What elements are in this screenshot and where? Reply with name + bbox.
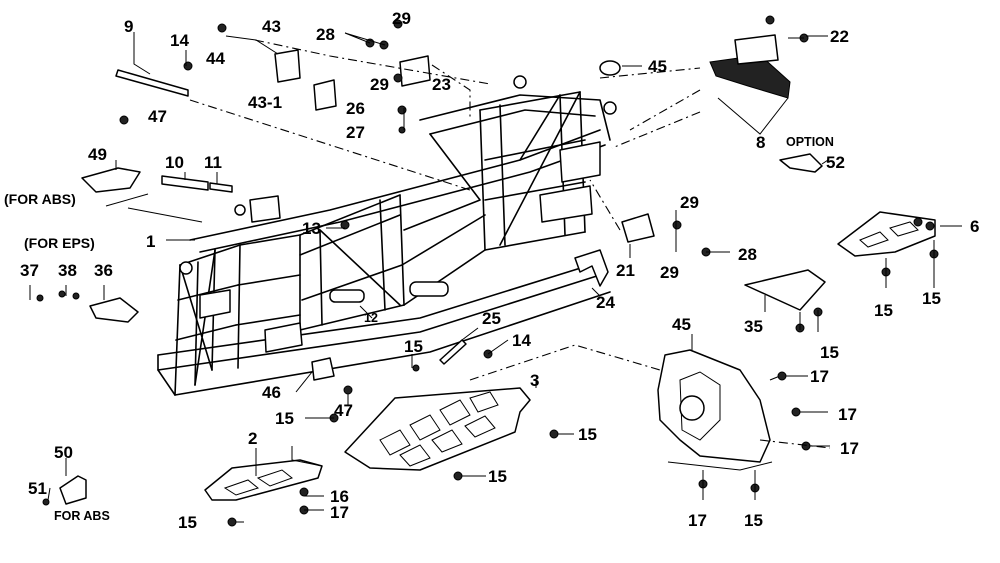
plate-35: [744, 269, 826, 311]
callout-45: 45: [648, 57, 667, 76]
cap-45: [599, 60, 621, 76]
callout-50: 50: [54, 443, 73, 462]
cover-43-1: [313, 79, 337, 111]
callout-13: 13: [302, 219, 321, 238]
callout-29-a: 29: [392, 9, 411, 28]
callout-15-c: 15: [578, 425, 597, 444]
bracket-36: [89, 297, 139, 323]
callout-28-right: 28: [738, 245, 757, 264]
note-for-abs-bottom: FOR ABS: [54, 509, 110, 523]
bracket-43: [274, 49, 301, 83]
callout-15-h: 15: [820, 343, 839, 362]
callout-52: 52: [826, 153, 845, 172]
bracket-46: [311, 357, 335, 381]
callout-29-c: 29: [680, 193, 699, 212]
notes: (FOR ABS) (FOR EPS) FOR ABS OPTION: [4, 135, 834, 523]
leader-lines: [29, 32, 962, 523]
callout-6: 6: [970, 217, 979, 236]
callout-22: 22: [830, 27, 849, 46]
mud-guard-4-5: [657, 349, 771, 463]
callout-24: 24: [596, 293, 615, 312]
callout-23: 23: [432, 75, 451, 94]
callout-43: 43: [262, 17, 281, 36]
callout-2: 2: [248, 429, 257, 448]
note-for-abs-top: (FOR ABS): [4, 191, 76, 207]
bracket-23: [399, 55, 431, 87]
bracket-24: [574, 249, 609, 287]
callout-10: 10: [165, 153, 184, 172]
note-option: OPTION: [786, 135, 834, 149]
callout-43-1: 43-1: [248, 93, 282, 112]
bracket-49: [81, 167, 141, 193]
rod-9: [115, 69, 189, 97]
callout-25: 25: [482, 309, 501, 328]
callout-49: 49: [88, 145, 107, 164]
callout-51: 51: [28, 479, 47, 498]
callout-1: 1: [146, 232, 155, 251]
skid-plate-2: [204, 459, 323, 501]
callout-4-5: 45: [672, 315, 691, 334]
rod-25: [439, 339, 467, 365]
callout-8: 8: [756, 133, 765, 152]
callout-28-top: 28: [316, 25, 335, 44]
callout-17-e: 17: [688, 511, 707, 530]
callout-44: 44: [206, 49, 225, 68]
bracket-8: [709, 34, 791, 99]
callout-29-d: 29: [660, 263, 679, 282]
callout-12: 12: [364, 311, 378, 325]
callout-15-d: 15: [488, 467, 507, 486]
callout-15-f: 15: [874, 301, 893, 320]
callout-16: 16: [330, 487, 349, 506]
bracket-50: [59, 475, 87, 505]
callout-17-d: 17: [840, 439, 859, 458]
note-for-eps: (FOR EPS): [24, 235, 95, 251]
callout-15-b: 15: [275, 409, 294, 428]
callout-14-mid: 14: [512, 331, 531, 350]
callout-11: 11: [204, 153, 222, 172]
callout-labels: 1 2 3 45 6 8 9 10 11 12 13 14 14 15 15 1…: [20, 9, 979, 532]
callout-17-b: 17: [810, 367, 829, 386]
bolts: [36, 15, 939, 527]
callout-15-g: 15: [922, 289, 941, 308]
callout-29-b: 29: [370, 75, 389, 94]
callout-36: 36: [94, 261, 113, 280]
callout-3: 3: [530, 371, 539, 390]
callout-38: 38: [58, 261, 77, 280]
callout-17-c: 17: [838, 405, 857, 424]
skid-plate-6: [837, 211, 936, 257]
callout-47-bottom: 47: [334, 401, 353, 420]
pin-10: [161, 175, 209, 191]
skid-plate-3: [344, 387, 531, 471]
callout-14-top: 14: [170, 31, 189, 50]
callout-27: 27: [346, 123, 365, 142]
callout-37: 37: [20, 261, 39, 280]
callout-47-top: 47: [148, 107, 167, 126]
spacer-11: [209, 182, 233, 193]
main-frame: [157, 75, 617, 396]
callout-46: 46: [262, 383, 281, 402]
callout-9: 9: [124, 17, 133, 36]
callout-26: 26: [346, 99, 365, 118]
callout-35: 35: [744, 317, 763, 336]
bracket-21: [621, 213, 655, 243]
callout-21: 21: [616, 261, 635, 280]
callout-15-e: 15: [178, 513, 197, 532]
bracket-52: [779, 153, 823, 173]
callout-17-a: 17: [330, 503, 349, 522]
callout-15-a: 15: [404, 337, 423, 356]
callout-15-i: 15: [744, 511, 763, 530]
